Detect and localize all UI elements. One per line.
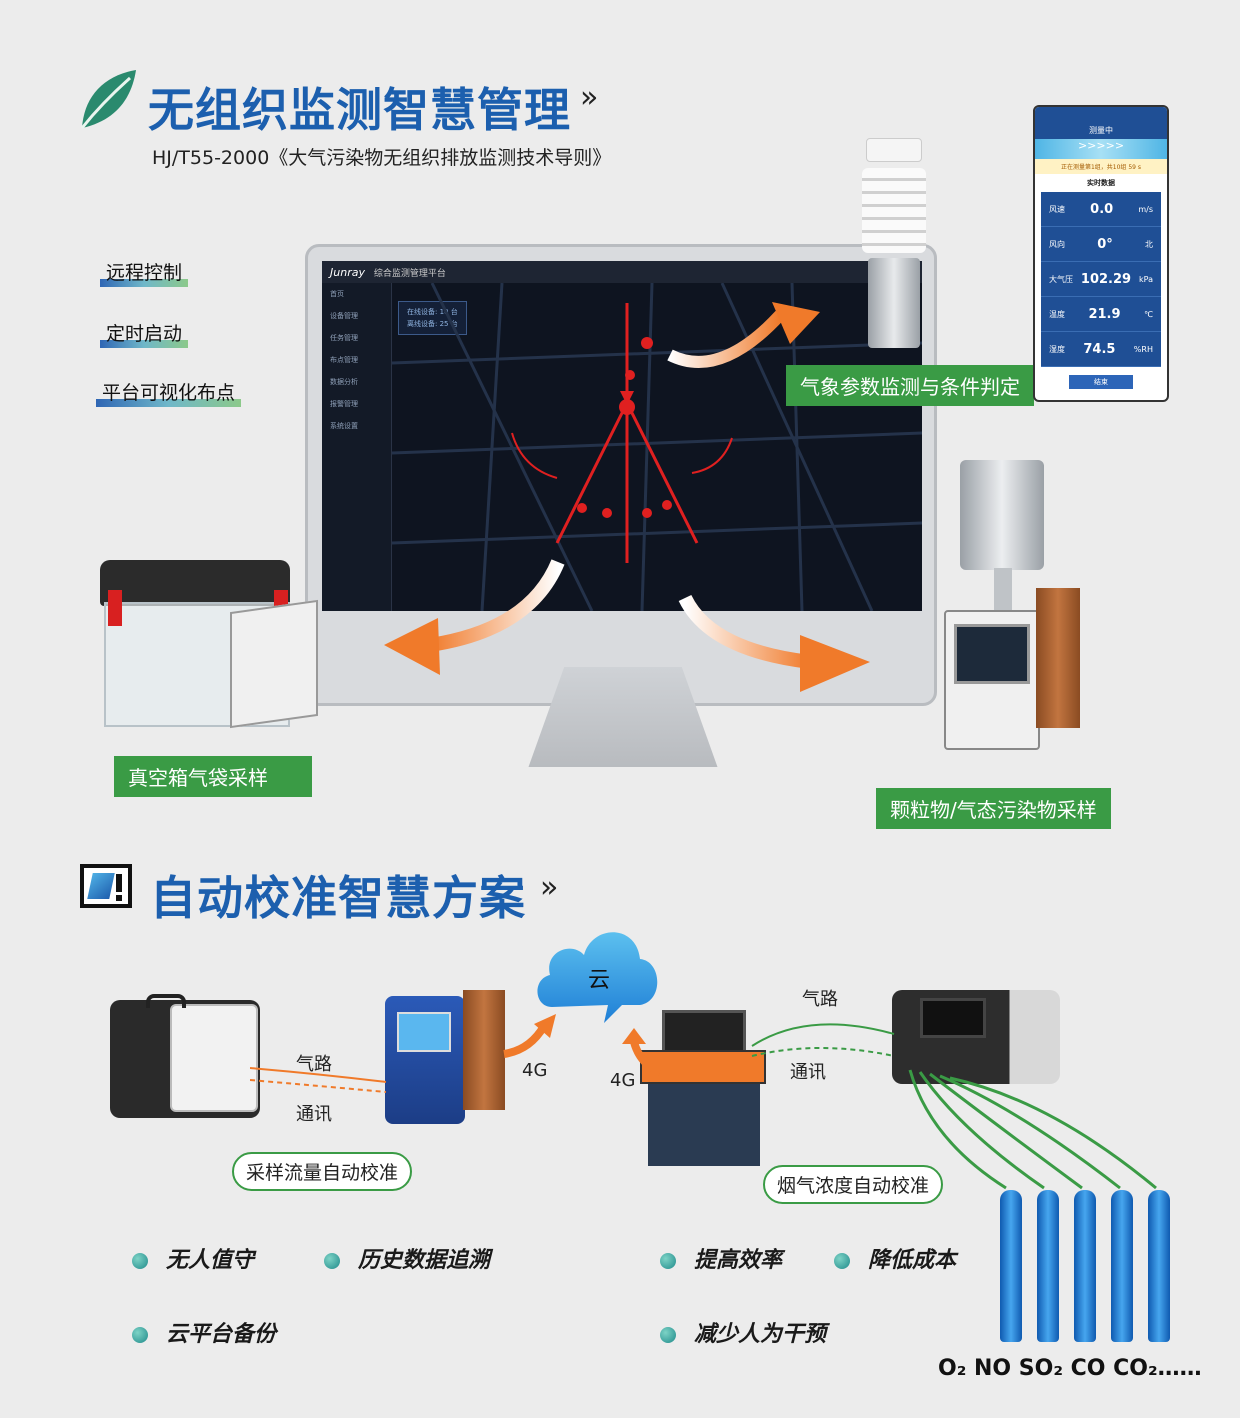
label-particle: 颗粒物/气态污染物采样 <box>876 788 1111 829</box>
pill-flue-calibration: 烟气浓度自动校准 <box>763 1165 944 1204</box>
gas-list: O₂ NO SO₂ CO CO₂…… <box>938 1356 1202 1381</box>
screen-app-title: 综合监测管理平台 <box>373 269 446 279</box>
left-4g-label: 4G <box>522 1060 548 1081</box>
feature-timed-start: 定时启动 <box>100 317 189 348</box>
bullet-less-intervention: 减少人为干预 <box>660 1316 826 1348</box>
sidebar-item[interactable]: 任务管理 <box>330 334 358 342</box>
screen-topbar: Junray 综合监测管理平台 <box>322 261 922 283</box>
gas-cylinder <box>1111 1190 1133 1342</box>
bullet-cost: 降低成本 <box>834 1242 956 1274</box>
vacuum-box <box>96 560 322 730</box>
online-count: 在线设备: 10 台 <box>407 308 458 316</box>
bullet-dot-icon <box>834 1253 850 1269</box>
flow-calibrator <box>110 994 260 1118</box>
bullet-cloud-backup: 云平台备份 <box>132 1316 276 1348</box>
screen-brand: Junray <box>330 266 365 279</box>
feature-remote-control: 远程控制 <box>100 256 189 287</box>
left-connections <box>250 1067 387 1093</box>
sidebar-item[interactable]: 设备管理 <box>330 312 358 320</box>
monitor-stand <box>528 667 718 767</box>
gas-cylinder <box>1037 1190 1059 1342</box>
sidebar-item[interactable]: 报警管理 <box>330 400 358 408</box>
right-gas-label: 气路 <box>802 989 838 1010</box>
sidebar-item[interactable]: 系统设置 <box>330 422 358 430</box>
bullet-efficiency: 提高效率 <box>660 1242 782 1274</box>
bullet-dot-icon <box>660 1327 676 1343</box>
blue-sampler <box>385 990 505 1130</box>
flue-gas-analyzer <box>640 1010 770 1166</box>
phone-progress: >>>>> <box>1035 139 1167 159</box>
sidebar-item[interactable]: 首页 <box>330 290 344 298</box>
left-gas-label: 气路 <box>296 1054 332 1075</box>
right-4g-label: 4G <box>610 1070 636 1091</box>
arrows-section1 <box>384 302 870 692</box>
cloud-icon <box>537 932 658 1023</box>
cylinder-tubes <box>908 1069 1157 1190</box>
calibration-logo-icon <box>80 864 132 908</box>
right-connections <box>751 1023 895 1057</box>
weather-station <box>858 138 930 353</box>
bullet-dot-icon <box>660 1253 676 1269</box>
right-4g-arrow <box>622 1028 662 1076</box>
phone-status: 正在测量第1组，共10组 59 s <box>1035 159 1167 174</box>
gas-distributor <box>892 984 1060 1088</box>
left-comm-label: 通讯 <box>296 1104 332 1125</box>
monitor: Junray 综合监测管理平台 首页 设备管理 任务管理 布点管理 数据分析 报… <box>305 244 937 767</box>
section2-chevron: » <box>540 870 559 905</box>
section2-title: 自动校准智慧方案 <box>150 871 526 925</box>
phone-end-button[interactable]: 结束 <box>1069 375 1133 389</box>
bullet-history: 历史数据追溯 <box>324 1242 490 1274</box>
gas-cylinder <box>1000 1190 1022 1342</box>
right-comm-label: 通讯 <box>790 1062 826 1083</box>
bullet-unattended: 无人值守 <box>132 1242 254 1274</box>
feature-visual-layout: 平台可视化布点 <box>96 376 242 407</box>
section1-title: 无组织监测智慧管理 <box>148 83 571 137</box>
offline-count: 离线设备: 25 台 <box>407 320 458 328</box>
gas-cylinder <box>1074 1190 1096 1342</box>
pill-flow-calibration: 采样流量自动校准 <box>232 1152 413 1191</box>
phone-header: 测量中 <box>1035 107 1167 139</box>
phone-section-title: 实时数据 <box>1087 179 1115 187</box>
section1-subtitle: HJ/T55-2000《大气污染物无组织排放监测技术导则》 <box>152 147 612 169</box>
section1-chevron: » <box>580 80 599 115</box>
sidebar-item[interactable]: 数据分析 <box>330 378 358 386</box>
bullet-dot-icon <box>324 1253 340 1269</box>
gas-cylinder <box>1148 1190 1170 1342</box>
cloud-label: 云 <box>588 968 611 993</box>
bullet-dot-icon <box>132 1327 148 1343</box>
screen-sidebar: 首页 设备管理 任务管理 布点管理 数据分析 报警管理 系统设置 <box>322 283 392 611</box>
particle-sampler <box>944 460 1080 760</box>
left-4g-arrow <box>503 1014 556 1058</box>
platform-screen: Junray 综合监测管理平台 首页 设备管理 任务管理 布点管理 数据分析 报… <box>322 261 922 611</box>
label-weather: 气象参数监测与条件判定 <box>786 365 1034 406</box>
leaf-logo-icon <box>80 70 136 129</box>
sidebar-item[interactable]: 布点管理 <box>330 356 358 364</box>
label-vacuum: 真空箱气袋采样 <box>114 756 312 797</box>
bullet-dot-icon <box>132 1253 148 1269</box>
